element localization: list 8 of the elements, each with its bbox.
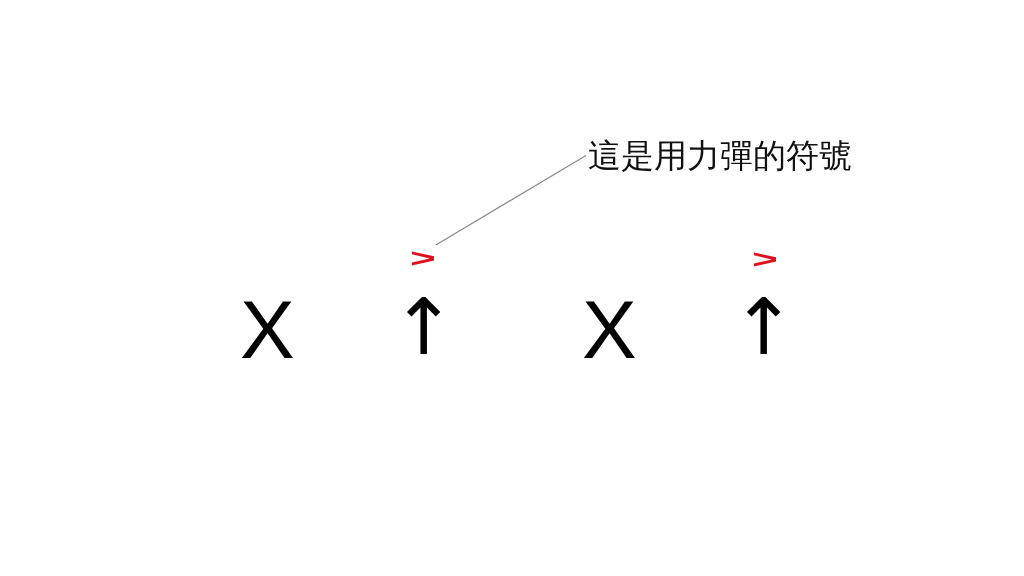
x-symbol: X bbox=[582, 289, 637, 371]
up-arrow-symbol: ↑ bbox=[391, 288, 457, 366]
annotation-text: 這是用力彈的符號 bbox=[588, 139, 852, 172]
up-arrow-symbol: ↑ bbox=[731, 288, 797, 366]
leader-line bbox=[435, 154, 587, 246]
chevron-symbol: > bbox=[752, 246, 778, 272]
chevron-symbol: > bbox=[410, 245, 436, 271]
x-symbol: X bbox=[240, 289, 295, 371]
